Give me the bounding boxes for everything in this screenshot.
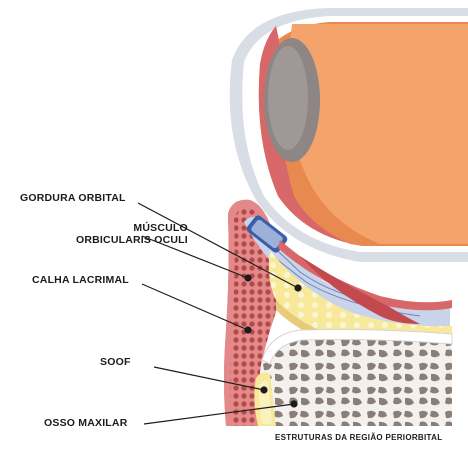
iris <box>264 38 320 162</box>
leader-lines <box>137 202 302 425</box>
label-maxilla: OSSO MAXILAR <box>44 417 128 429</box>
label-soof: SOOF <box>100 356 131 368</box>
label-tear-trough: CALHA LACRIMAL <box>32 274 129 286</box>
figure-caption: ESTRUTURAS DA REGIÃO PERIORBITAL <box>275 433 443 442</box>
label-orbicularis-oculi: MÚSCULO ORBICULARIS OCULI <box>76 222 188 246</box>
leader-tear-trough <box>141 283 249 331</box>
leader-maxilla <box>143 403 295 425</box>
leader-orbicularis <box>141 235 249 279</box>
label-orbital-fat: GORDURA ORBITAL <box>20 192 126 204</box>
leader-orbital-fat <box>137 202 299 289</box>
leader-soof <box>153 366 265 391</box>
label-orbicularis-line1: MÚSCULO <box>133 222 188 234</box>
maxillary-bone <box>259 329 453 426</box>
label-orbicularis-line2: ORBICULARIS OCULI <box>76 234 188 246</box>
orbital-septum <box>278 240 452 324</box>
